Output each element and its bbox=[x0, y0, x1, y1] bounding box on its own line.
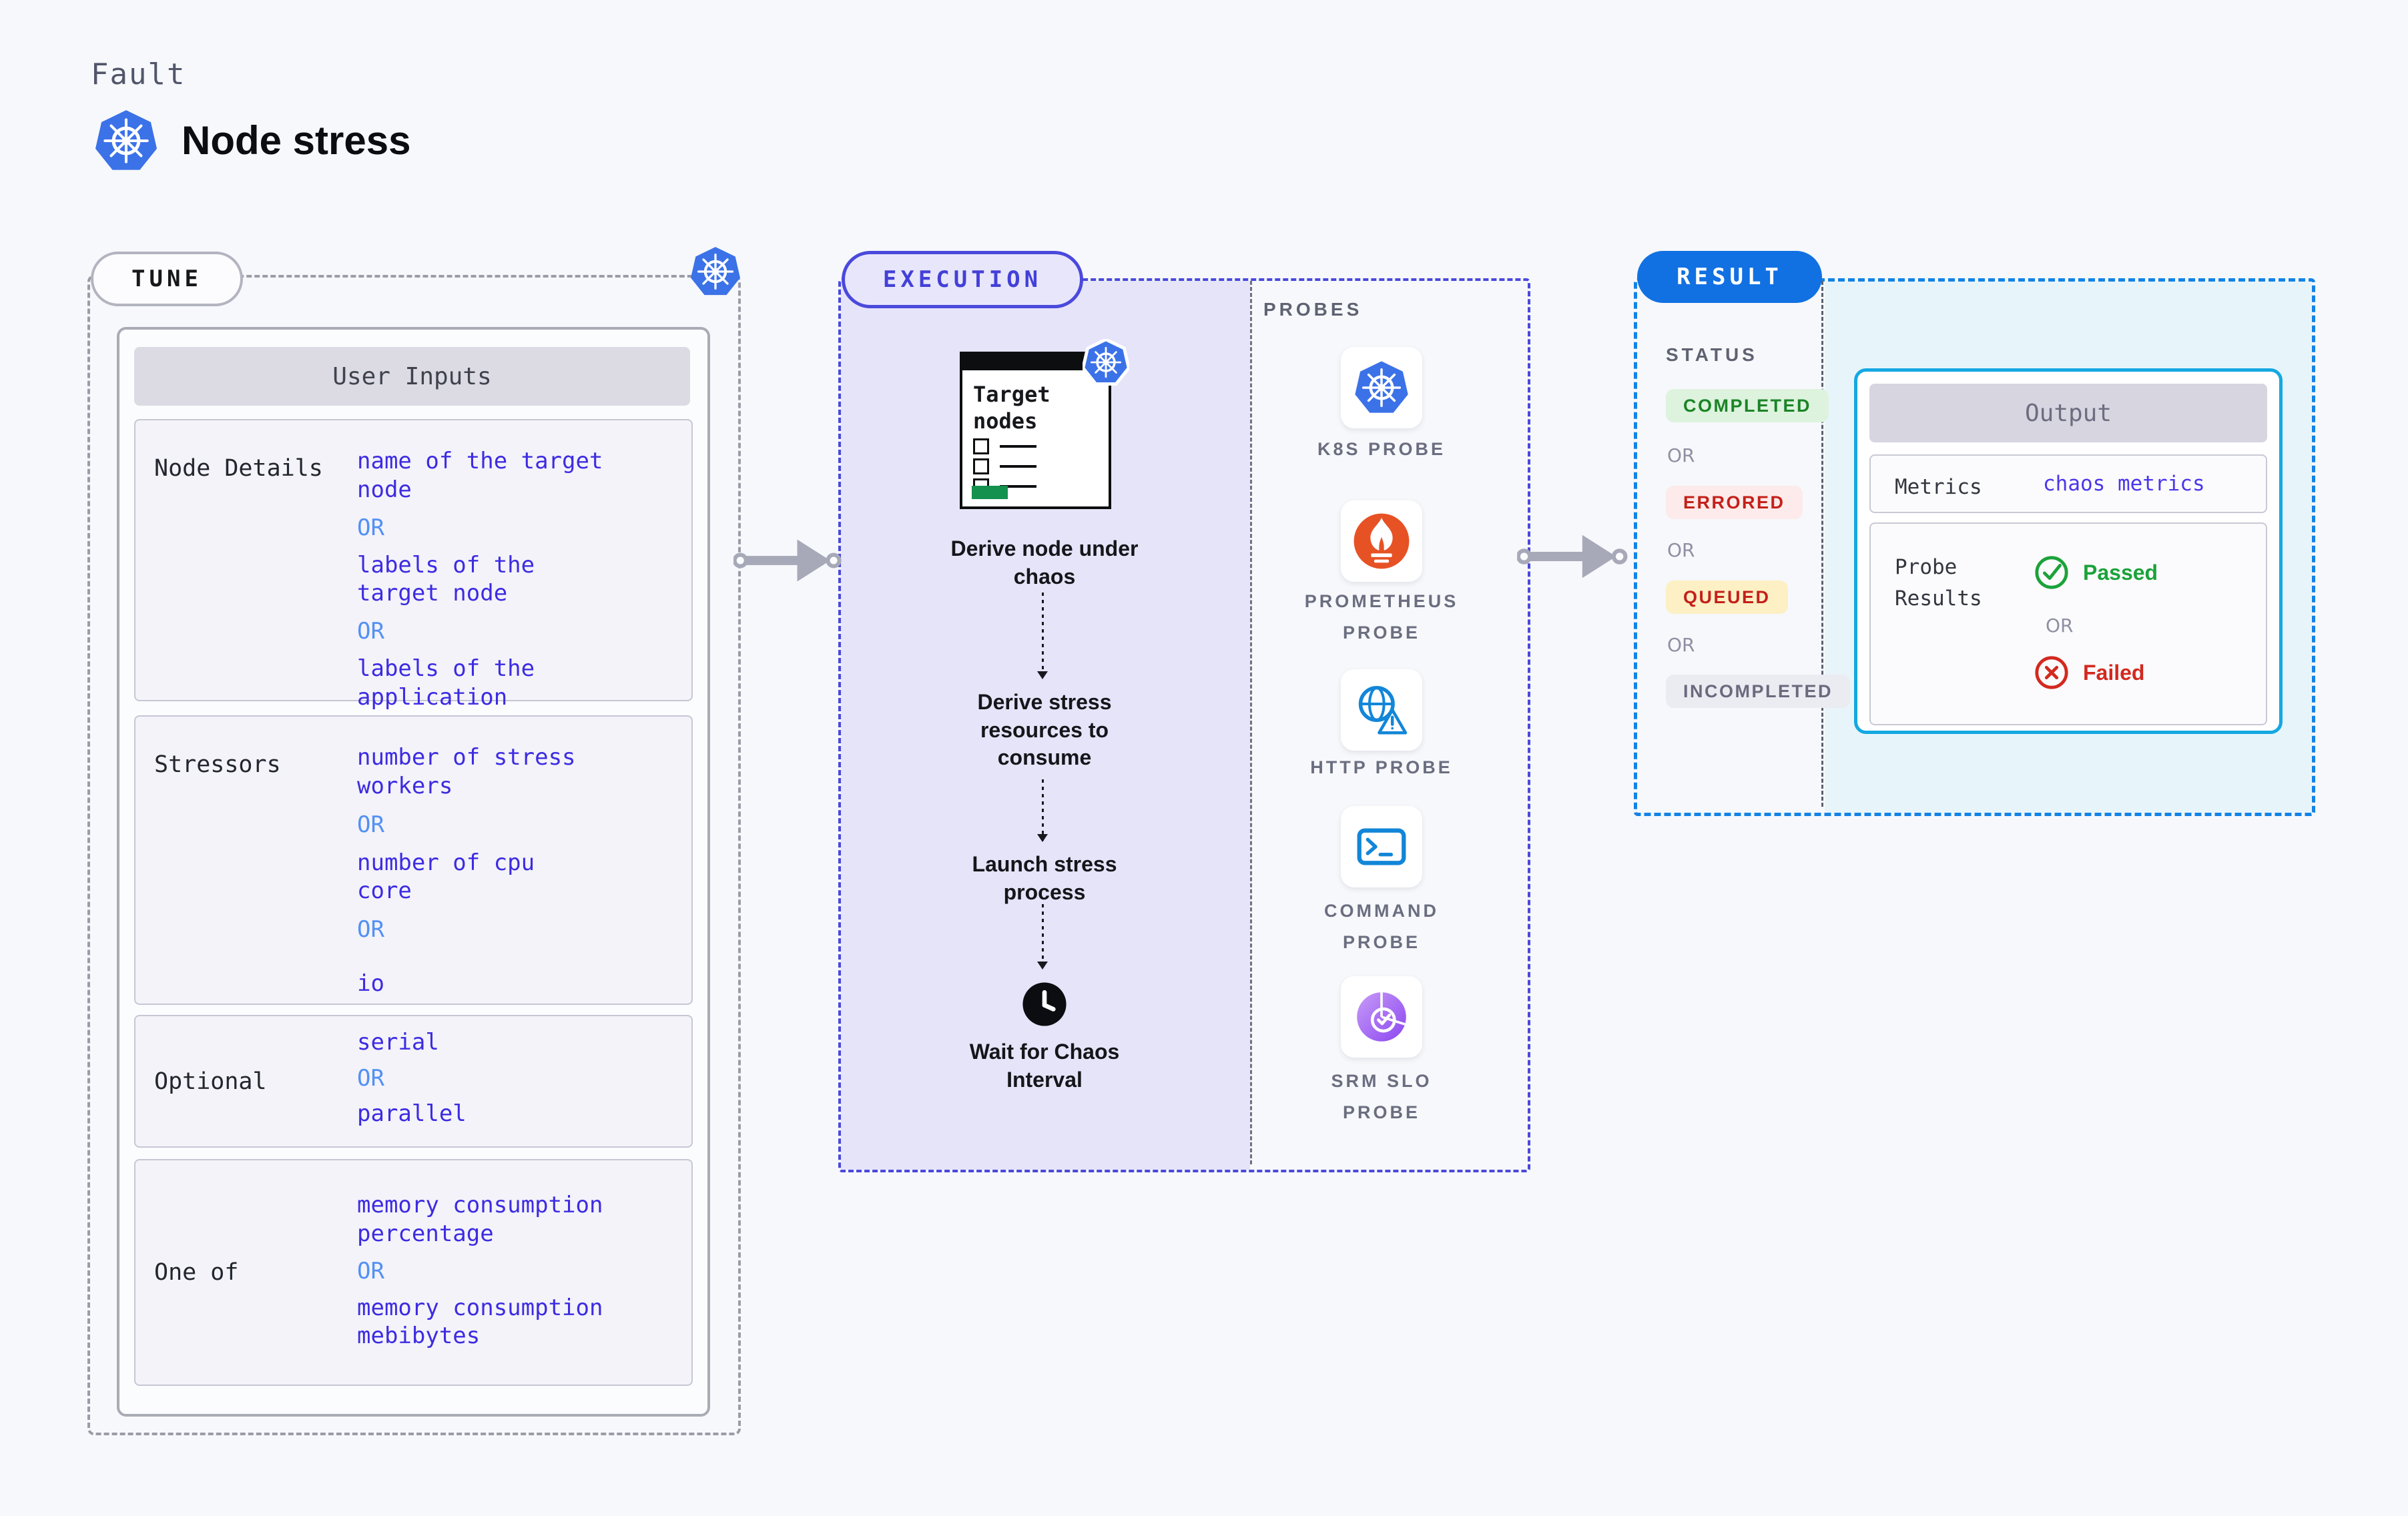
probe-card-command bbox=[1341, 806, 1422, 887]
fault-label: Fault bbox=[91, 57, 186, 91]
user-inputs-header: User Inputs bbox=[134, 347, 690, 406]
row-label: Optional bbox=[154, 1068, 267, 1095]
kubernetes-icon bbox=[1083, 339, 1129, 386]
probe-label: COMMAND PROBE bbox=[1324, 901, 1439, 953]
row-value: parallel bbox=[357, 1100, 467, 1127]
row-value: memory consumption percentage bbox=[357, 1192, 603, 1247]
progress-bar bbox=[972, 486, 1008, 499]
check-circle-icon bbox=[2034, 554, 2070, 591]
tune-section-badge: TUNE bbox=[91, 252, 243, 306]
x-circle-icon bbox=[2034, 655, 2070, 691]
flow-down-arrow bbox=[1037, 904, 1048, 970]
probe-card-srm-slo bbox=[1341, 976, 1422, 1058]
metrics-row: Metrics chaos metrics bbox=[1869, 454, 2267, 513]
status-output-divider bbox=[1821, 281, 1823, 807]
command-probe-icon bbox=[1351, 817, 1412, 877]
output-card: Output Metrics chaos metrics Probe Resul… bbox=[1854, 368, 2283, 734]
checkbox-icon bbox=[973, 458, 989, 474]
srm-slo-probe-icon bbox=[1351, 986, 1412, 1048]
probes-title: PROBES bbox=[1263, 299, 1363, 320]
node-line bbox=[1000, 485, 1036, 488]
status-title: STATUS bbox=[1666, 344, 1758, 365]
or-separator: OR bbox=[357, 618, 384, 645]
target-nodes-title: Target nodes bbox=[973, 382, 1050, 434]
or-separator: OR bbox=[2046, 615, 2074, 637]
target-nodes-card: Target nodes bbox=[960, 352, 1111, 509]
row-value: memory consumption mebibytes bbox=[357, 1294, 603, 1350]
table-row-optional: Optional serial OR parallel bbox=[134, 1015, 693, 1148]
flow-arrow-icon bbox=[1507, 524, 1638, 589]
probes-divider bbox=[1250, 281, 1252, 1164]
failed-label: Failed bbox=[2083, 660, 2145, 685]
checkbox-icon bbox=[973, 438, 989, 454]
probe-label: PROMETHEUS PROBE bbox=[1304, 591, 1459, 643]
step-wait-interval: Wait for Chaos Interval bbox=[969, 1040, 1120, 1092]
step-derive-stress: Derive stress resources to consume bbox=[977, 690, 1112, 770]
probe-card-k8s bbox=[1341, 347, 1422, 428]
row-value: number of cpu core bbox=[357, 849, 535, 905]
or-separator: OR bbox=[357, 514, 384, 541]
probe-label: K8S PROBE bbox=[1317, 439, 1446, 459]
flow-arrow-icon bbox=[733, 528, 842, 593]
row-label: Stressors bbox=[154, 751, 281, 778]
failed-result: Failed bbox=[2034, 655, 2144, 691]
page-title: Node stress bbox=[182, 118, 411, 163]
node-checkbox-row bbox=[973, 438, 1036, 454]
status-badge-errored: ERRORED bbox=[1666, 486, 1803, 519]
or-separator: OR bbox=[357, 1064, 384, 1092]
kubernetes-icon bbox=[688, 244, 743, 299]
step-launch-stress: Launch stress process bbox=[972, 852, 1117, 904]
kubernetes-icon bbox=[92, 107, 160, 175]
or-separator: OR bbox=[357, 1257, 384, 1284]
tune-section-box bbox=[87, 275, 741, 1435]
probe-results-row: Probe Results Passed OR Failed bbox=[1869, 522, 2267, 725]
http-probe-icon bbox=[1351, 680, 1412, 740]
kubernetes-icon bbox=[1352, 358, 1411, 417]
table-row-one-of: One of memory consumption percentage OR … bbox=[134, 1159, 693, 1386]
flow-down-arrow bbox=[1037, 593, 1048, 679]
or-separator: OR bbox=[1667, 634, 1695, 656]
status-badge-completed: COMPLETED bbox=[1666, 389, 1829, 422]
output-header: Output bbox=[1869, 384, 2267, 442]
or-separator: OR bbox=[357, 811, 384, 838]
probe-results-label: Probe Results bbox=[1895, 555, 1982, 611]
probe-card-prometheus bbox=[1341, 500, 1422, 582]
row-value: name of the target node bbox=[357, 448, 603, 503]
clock-icon bbox=[1020, 980, 1069, 1029]
row-value: number of stress workers bbox=[357, 744, 576, 799]
node-line bbox=[1000, 465, 1036, 468]
row-value: labels of the target node bbox=[357, 551, 535, 607]
row-label: Node Details bbox=[154, 455, 323, 482]
passed-label: Passed bbox=[2083, 560, 2158, 585]
passed-result: Passed bbox=[2034, 554, 2158, 591]
or-separator: OR bbox=[357, 916, 384, 943]
row-value: io bbox=[357, 970, 384, 998]
step-derive-node: Derive node under chaos bbox=[950, 536, 1139, 589]
or-separator: OR bbox=[1667, 539, 1695, 561]
row-label: One of bbox=[154, 1259, 239, 1286]
status-badge-incompleted: INCOMPLETED bbox=[1666, 675, 1851, 708]
user-inputs-table: User Inputs Node Details name of the tar… bbox=[117, 327, 710, 1417]
probe-label: HTTP PROBE bbox=[1310, 757, 1453, 777]
table-row-node-details: Node Details name of the target node OR … bbox=[134, 419, 693, 768]
flow-down-arrow bbox=[1037, 779, 1048, 842]
node-line bbox=[1000, 445, 1036, 448]
probe-label: SRM SLO PROBE bbox=[1331, 1071, 1432, 1123]
execution-section-badge: EXECUTION bbox=[842, 251, 1083, 308]
prometheus-icon bbox=[1351, 510, 1412, 572]
node-checkbox-row bbox=[973, 458, 1036, 474]
metrics-label: Metrics bbox=[1895, 475, 1982, 499]
or-separator: OR bbox=[1667, 444, 1695, 466]
metrics-value: chaos metrics bbox=[2043, 472, 2205, 496]
status-badge-queued: QUEUED bbox=[1666, 581, 1788, 614]
result-section-badge: RESULT bbox=[1637, 251, 1822, 303]
row-value: serial bbox=[357, 1029, 439, 1056]
table-row-stressors: Stressors number of stress workers OR nu… bbox=[134, 715, 693, 1005]
probe-card-http bbox=[1341, 669, 1422, 751]
